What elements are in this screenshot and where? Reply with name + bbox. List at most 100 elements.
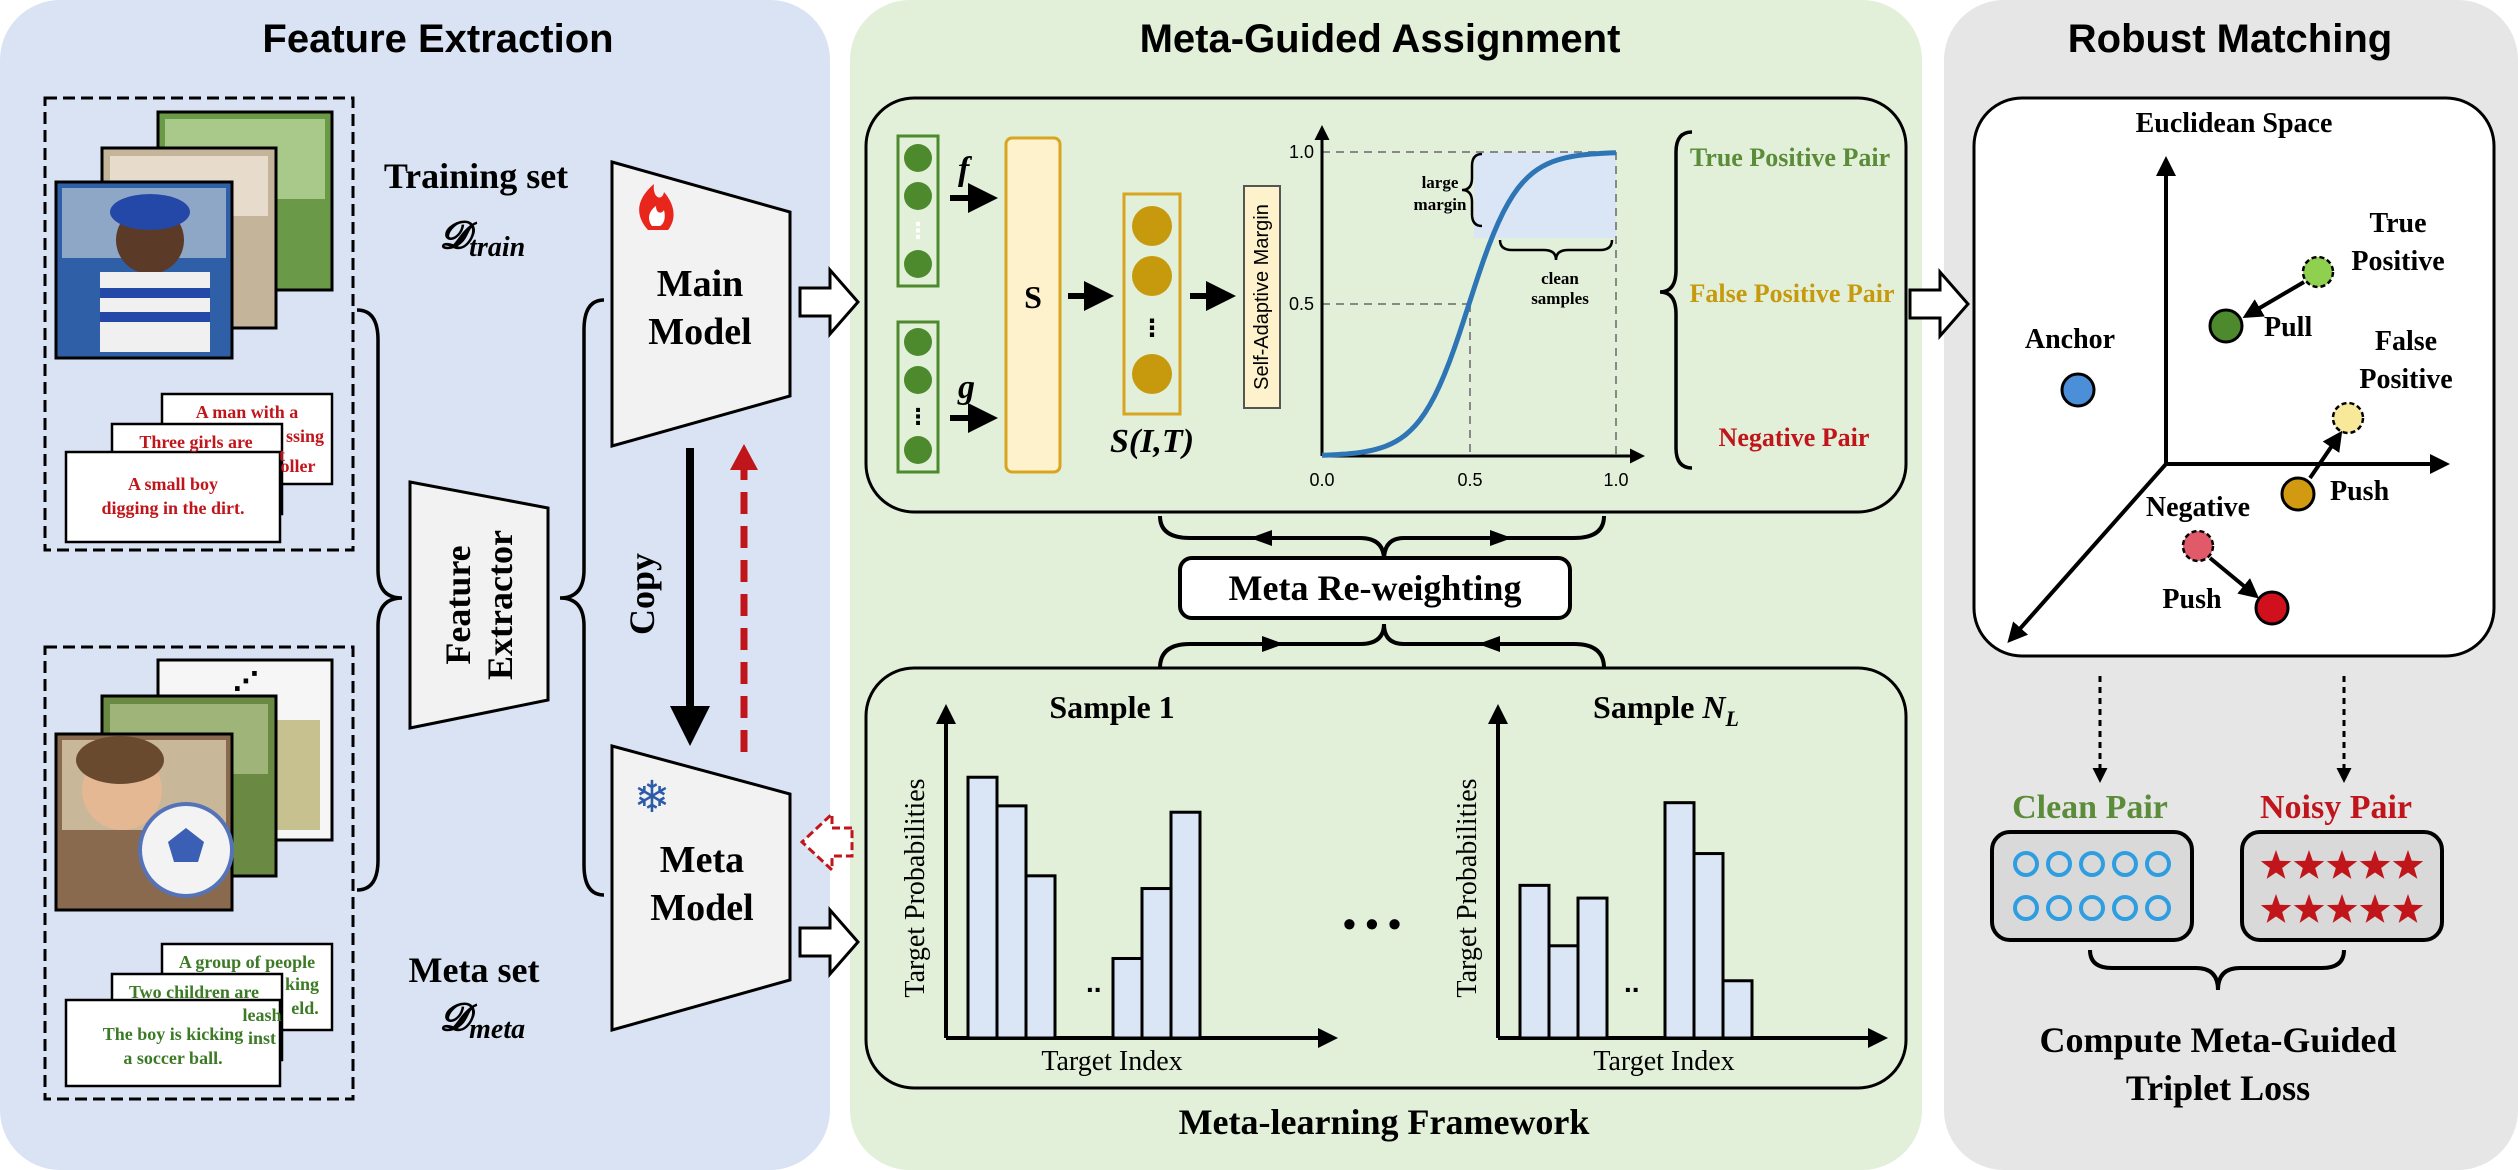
noisy-pair-star [2359,894,2391,923]
similarity-block [1004,136,1062,474]
negative-pushed-point [2254,590,2290,626]
histogram-bar [1692,852,1725,1040]
noisy-pair-star [2326,850,2358,879]
clean-pair-circle [2145,851,2171,877]
histogram-n: .. Target Probabilities Target Index [1452,704,1888,1077]
framework-label: Meta-learning Framework [1179,1102,1590,1142]
clean-pair-box [1990,830,2194,942]
meta-images: ⋰ [54,658,334,912]
true-positive-pair-label: True Positive Pair [1690,143,1890,172]
meta-captions: A group of people king Two children are … [64,942,334,1088]
score-nodes: ⋮ [1122,192,1182,416]
noisy-pair-star [2392,894,2424,923]
false-positive-pair-label: False Positive Pair [1689,279,1894,308]
meta-set-symbol: 𝓓meta [440,997,525,1045]
histogram-bar [995,804,1028,1040]
sample-n-label: Sample NL [1593,689,1739,731]
svg-text:⋮: ⋮ [1140,315,1164,342]
noisy-pair-star [2293,850,2325,879]
svg-text:Two children are: Two children are [129,982,259,1002]
svg-text:⋮: ⋮ [907,404,929,429]
meta-to-framework-arrow [798,906,860,978]
histogram-bar [1024,874,1057,1040]
svg-text:Three girls are: Three girls are [139,432,252,452]
noisy-pair-label: Noisy Pair [2260,789,2412,826]
left-brace [356,308,403,892]
training-set-label: Training set [384,156,568,196]
false-positive-pushed-point [2280,476,2316,512]
g-feature-nodes: ⋮ [896,320,940,474]
clean-pair-markers [2013,851,2171,921]
sample-1-label: Sample 1 [1049,689,1174,725]
svg-text:0.5: 0.5 [1457,470,1482,490]
svg-text:..: .. [1624,967,1640,998]
main-to-assign-arrow [798,266,860,338]
svg-text:t: t [279,445,285,465]
clean-pair-circle [2145,895,2171,921]
negative-label: Negative [2146,492,2250,523]
sigmoid-plot: 0.0 0.5 1.0 0.5 1.0 large margin clean s… [1289,125,1645,490]
snowflake-icon: ❄ [634,773,671,822]
svg-text:large: large [1422,173,1459,192]
pair-brace [1659,130,1693,470]
negative-pair-label: Negative Pair [1719,423,1870,452]
assignment-box [864,96,1908,514]
clean-pair-circle [2013,895,2039,921]
svg-text:1.0: 1.0 [1289,142,1314,162]
training-captions: A man with a ssing Three girls are oller… [64,392,334,544]
assign-to-matching-arrow [1908,268,1970,340]
noisy-pair-star [2326,894,2358,923]
histogram-bar [1721,979,1754,1040]
euclidean-space-box [1972,96,2496,658]
framework-to-meta-arrow [799,810,854,874]
right-brace [559,298,605,897]
noisy-pair-box [2240,830,2444,942]
svg-text:inst: inst [248,1028,276,1048]
meta-set-box [43,645,355,1101]
noisy-pair-star [2293,894,2325,923]
negative-point [2181,529,2215,563]
euclidean-space-label: Euclidean Space [2136,108,2333,139]
push-label-neg: Push [2162,584,2222,615]
training-set-box [43,96,355,552]
svg-text:leash: leash [242,1005,281,1025]
clean-pair-circle [2013,851,2039,877]
meta-reweighting-label: Meta Re-weighting [1229,568,1522,608]
anchor-label: Anchor [2025,324,2115,355]
svg-text:clean: clean [1541,269,1579,288]
anchor-point [2060,372,2096,408]
svg-text:oller: oller [281,456,316,476]
push-label-fp: Push [2330,476,2390,507]
histogram-1: .. Target Probabilities Target Index [900,704,1338,1077]
true-positive-point [2301,255,2335,289]
svg-text:margin: margin [1414,195,1467,214]
svg-text:digging in the dirt.: digging in the dirt. [101,498,244,518]
svg-text:Target Probabilities: Target Probabilities [1452,778,1483,997]
noisy-pair-star [2260,850,2292,879]
framework-box [864,666,1908,1090]
histogram-bar [1111,957,1144,1040]
robust-matching-title: Robust Matching [2068,17,2392,61]
self-adaptive-margin [1243,185,1281,409]
histogram-bar [1518,883,1551,1040]
histogram-bar [1140,887,1173,1040]
svg-text:A group of people: A group of people [179,952,315,972]
clean-pair-label: Clean Pair [2012,789,2168,826]
histogram-bar [1169,810,1202,1040]
feature-extractor [408,480,550,730]
score-label: S(I,T) [1110,423,1194,460]
samples-ellipsis: • • • [1343,903,1401,944]
meta-reweighting-box [1178,556,1572,620]
clean-pair-circle [2112,895,2138,921]
svg-text:The boy is kicking: The boy is kicking [103,1024,244,1044]
svg-text:eld.: eld. [291,998,319,1018]
noisy-pair-markers [2260,850,2424,923]
svg-text:king: king [285,974,319,994]
sigmoid-curve [1321,150,1617,458]
copy-label: Copy [622,553,662,635]
